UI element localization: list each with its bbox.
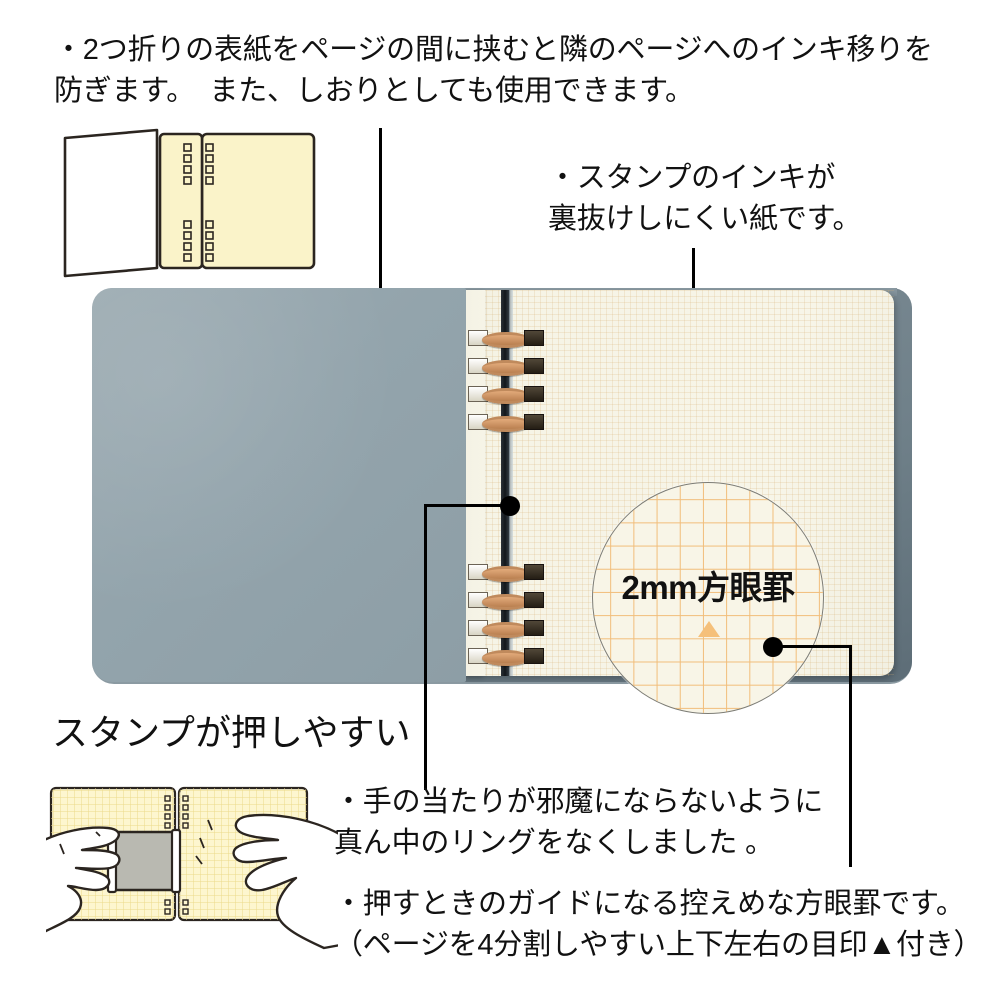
triangle-marker-icon [698,621,720,637]
callout-cover-insert: ・2つ折りの表紙をページの間に挟むと隣のページへのインキ移りを 防ぎます。 また… [54,34,933,108]
spiral-ring [468,330,544,348]
connector-line-grid-guide-v [849,645,852,867]
notebook-spine-gap [501,290,510,676]
callout-ink-bleed: ・スタンプのインキが 裏抜けしにくい紙です。 [548,162,862,236]
callout-no-center-ring: ・手の当たりが邪魔にならないように 真ん中のリングをなくしました 。 [334,786,824,860]
spiral-ring [468,414,544,432]
spiral-ring [468,564,544,582]
spiral-ring [468,358,544,376]
notebook-spine-highlight [509,290,513,676]
hands-stamping-svg [34,786,348,950]
spiral-ring [468,620,544,638]
connector-line-cover-insert [379,128,382,333]
connector-dot-no-center-ring [500,496,520,516]
notebook-photo [92,288,912,684]
callout-grid-guide: ・押すときのガイドになる控えめな方眼罫です。 （ページを4分割しやすい上下左右の… [334,888,983,962]
bifold-cover-diagram-svg [63,128,316,278]
hands-stamping-illustration [34,776,348,966]
spiral-ring [468,592,544,610]
bifold-cover-diagram [56,128,316,283]
magnifier-label: 2mm方眼罫 [621,569,795,606]
connector-dot-grid-guide [763,637,783,657]
connector-line-grid-guide-h [776,645,852,648]
connector-line-no-center-ring-v [424,504,427,790]
section-heading-easy-stamp: スタンプが押しやすい [52,712,411,753]
notebook-left-cover [92,288,466,682]
connector-line-no-center-ring-h [424,504,508,507]
magnifier-grid-detail: 2mm方眼罫 [592,482,824,714]
spiral-ring [468,386,544,404]
spiral-ring [468,648,544,666]
magnified-grid-lines [593,483,823,713]
